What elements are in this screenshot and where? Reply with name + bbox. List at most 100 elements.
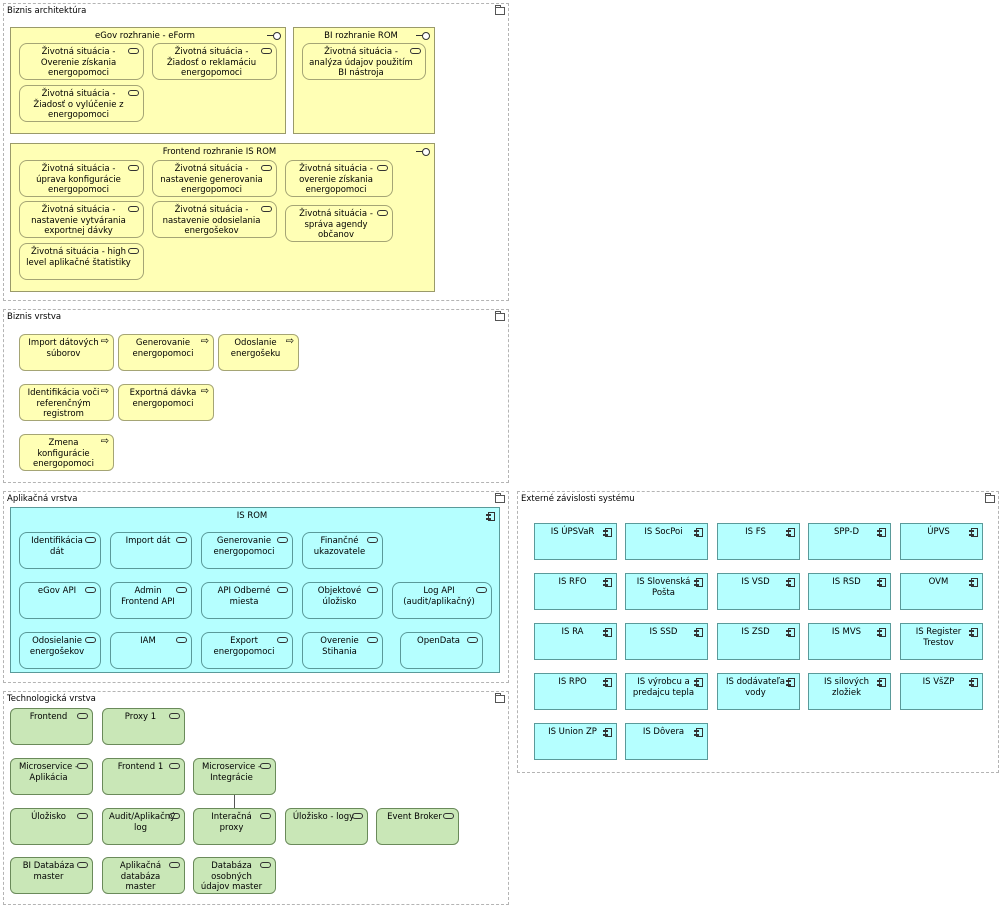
service-icon <box>261 206 272 212</box>
external-system[interactable]: IS Register Trestov <box>900 623 983 660</box>
process-5[interactable]: Zmena konfigurácie energopomoci⇨ <box>19 434 114 471</box>
folder-icon <box>495 693 505 703</box>
external-system[interactable]: IS výrobcu a predajcu tepla <box>625 673 708 710</box>
app-service-1[interactable]: Import dát <box>110 532 192 569</box>
external-system[interactable]: IS SocPoi <box>625 523 708 560</box>
app-service-4[interactable]: eGov API <box>19 582 101 619</box>
tech-node-4[interactable]: Microservice - Integrácie <box>193 758 276 795</box>
arrow-right-icon: ⇨ <box>285 336 294 347</box>
service-frontend-1[interactable]: Životná situácia - nastavenie generovani… <box>152 160 277 197</box>
app-service-11[interactable]: Export energopomoci <box>201 632 293 669</box>
service-frontend-2[interactable]: Životná situácia - overenie získania ene… <box>285 160 393 197</box>
component-icon <box>877 678 886 687</box>
node-icon <box>260 813 271 819</box>
external-system[interactable]: IS Dôvera <box>625 723 708 760</box>
process-label: Odoslanie energošeku <box>230 338 281 359</box>
tech-node-5[interactable]: Úložisko <box>10 808 93 845</box>
external-system[interactable]: IS RPO <box>534 673 617 710</box>
tech-node-11[interactable]: Aplikačná databáza master <box>102 857 185 894</box>
external-system[interactable]: IS dodávateľa vody <box>717 673 800 710</box>
node-icon <box>77 862 88 868</box>
service-frontend-6[interactable]: Životná situácia - high level aplikačné … <box>19 243 144 280</box>
service-egov-2[interactable]: Životná situácia - Žiadosť o vylúčenie z… <box>19 85 144 122</box>
external-system[interactable]: IS VšZP <box>900 673 983 710</box>
external-system[interactable]: IS RSD <box>808 573 891 610</box>
external-system[interactable]: ÚPVS <box>900 523 983 560</box>
tech-node-3[interactable]: Frontend 1 <box>102 758 185 795</box>
tech-node-1[interactable]: Proxy 1 <box>102 708 185 745</box>
service-frontend-4[interactable]: Životná situácia - nastavenie odosielani… <box>152 201 277 238</box>
system-label: IS silových zložiek <box>823 677 870 698</box>
external-system[interactable]: IS SSD <box>625 623 708 660</box>
tech-node-12[interactable]: Databáza osobných údajov master <box>193 857 276 894</box>
service-egov-0[interactable]: Životná situácia - Overenie získania ene… <box>19 43 144 80</box>
external-system[interactable]: IS MVS <box>808 623 891 660</box>
node-icon <box>260 862 271 868</box>
connector-line <box>234 795 235 808</box>
external-system[interactable]: IS ÚPSVaR <box>534 523 617 560</box>
external-system[interactable]: IS RFO <box>534 573 617 610</box>
app-service-2[interactable]: Generovanie energopomoci <box>201 532 293 569</box>
interface-title: BI rozhranie ROM <box>324 31 398 41</box>
component-icon <box>877 628 886 637</box>
external-system[interactable]: IS Slovenská Pošta <box>625 573 708 610</box>
service-frontend-5[interactable]: Životná situácia - správa agendy občanov <box>285 205 393 242</box>
group-title: Biznis architektúra <box>7 6 87 16</box>
component-icon <box>786 528 795 537</box>
service-icon <box>261 48 272 54</box>
app-service-13[interactable]: OpenData <box>400 632 483 669</box>
app-service-0[interactable]: Identifikácia dát <box>19 532 101 569</box>
system-label: IS výrobcu a predajcu tepla <box>632 677 695 698</box>
process-3[interactable]: Identifikácia voči referenčným registrom… <box>19 384 114 421</box>
process-2[interactable]: Odoslanie energošeku ⇨ <box>218 334 299 371</box>
app-service-8[interactable]: Log API (audit/aplikačný) <box>392 582 492 619</box>
component-icon <box>603 628 612 637</box>
tech-node-9[interactable]: Event Broker <box>376 808 459 845</box>
tech-node-0[interactable]: Frontend <box>10 708 93 745</box>
tech-node-10[interactable]: BI Databáza master <box>10 857 93 894</box>
tech-node-7[interactable]: Interačná proxy <box>193 808 276 845</box>
folder-icon <box>985 493 995 503</box>
external-system[interactable]: SPP-D <box>808 523 891 560</box>
service-bi-0[interactable]: Životná situácia - analýza údajov použit… <box>302 43 426 80</box>
external-system[interactable]: OVM <box>900 573 983 610</box>
node-icon <box>77 813 88 819</box>
tech-node-6[interactable]: Audit/Aplikačný log <box>102 808 185 845</box>
node-label: Interačná proxy <box>211 812 252 833</box>
external-system[interactable]: IS RA <box>534 623 617 660</box>
external-system[interactable]: IS silových zložiek <box>808 673 891 710</box>
system-label: IS RSD <box>832 577 861 587</box>
tech-node-8[interactable]: Úložisko - logy <box>285 808 368 845</box>
process-0[interactable]: Import dátových súborov⇨ <box>19 334 114 371</box>
service-label: eGov API <box>37 586 77 596</box>
app-service-10[interactable]: IAM <box>110 632 192 669</box>
app-service-6[interactable]: API Odberné miesta <box>201 582 293 619</box>
external-system[interactable]: IS VSD <box>717 573 800 610</box>
external-system[interactable]: IS FS <box>717 523 800 560</box>
service-label: Životná situácia - overenie získania ene… <box>299 164 373 195</box>
service-frontend-0[interactable]: Životná situácia - úprava konfigurácie e… <box>19 160 144 197</box>
service-label: Životná situácia - Žiadosť o reklamáciu … <box>166 47 257 78</box>
app-service-3[interactable]: Finančné ukazovatele <box>302 532 383 569</box>
service-frontend-3[interactable]: Životná situácia - nastavenie vytvárania… <box>19 201 144 238</box>
app-service-7[interactable]: Objektové úložisko <box>302 582 383 619</box>
app-service-5[interactable]: Admin Frontend API <box>110 582 192 619</box>
external-system[interactable]: IS ZSD <box>717 623 800 660</box>
service-icon <box>367 537 378 543</box>
service-icon <box>176 637 187 643</box>
external-system[interactable]: IS Union ZP <box>534 723 617 760</box>
app-service-12[interactable]: Overenie Stihania <box>302 632 383 669</box>
process-1[interactable]: Generovanie energopomoci⇨ <box>118 334 214 371</box>
service-label: Log API (audit/aplikačný) <box>403 586 475 607</box>
service-label: Admin Frontend API <box>121 586 175 607</box>
service-icon <box>128 48 139 54</box>
service-label: API Odberné miesta <box>217 586 271 607</box>
system-label: ÚPVS <box>927 527 950 537</box>
tech-node-2[interactable]: Microservice - Aplikácia <box>10 758 93 795</box>
system-label: OVM <box>928 577 949 587</box>
process-4[interactable]: Exportná dávka energopomoci⇨ <box>118 384 214 421</box>
service-egov-1[interactable]: Životná situácia - Žiadosť o reklamáciu … <box>152 43 277 80</box>
app-service-9[interactable]: Odosielanie energošekov <box>19 632 101 669</box>
group-title: Biznis vrstva <box>7 312 62 322</box>
component-icon <box>969 628 978 637</box>
